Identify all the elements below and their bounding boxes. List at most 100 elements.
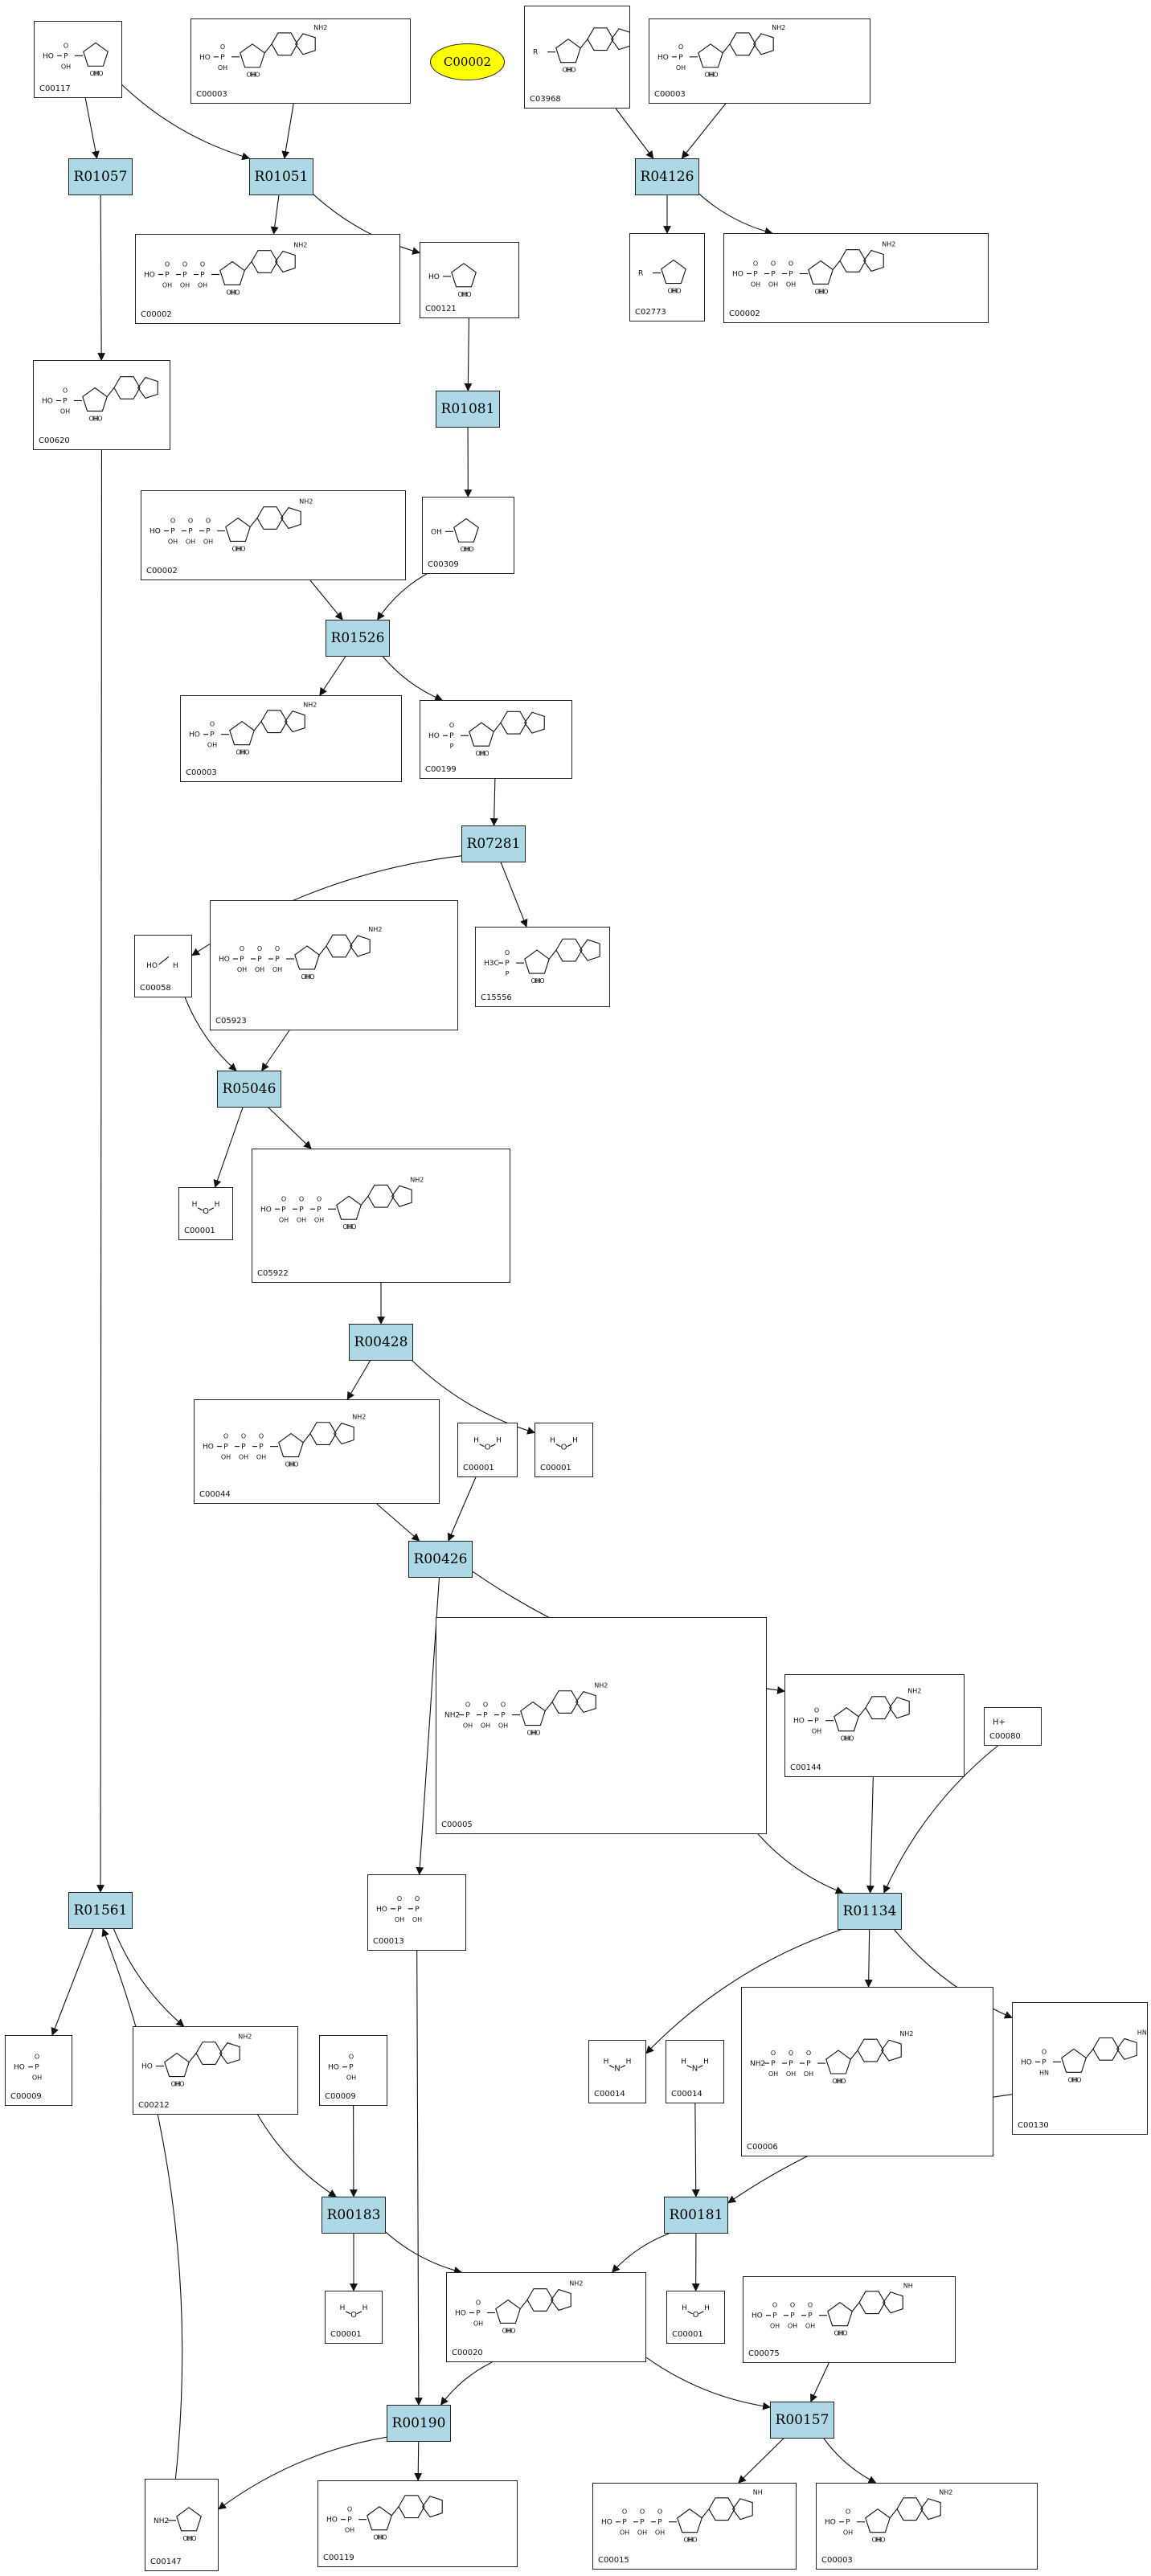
reaction-r00157[interactable]: R00157	[770, 2402, 834, 2439]
svg-text:OH: OH	[526, 1730, 536, 1737]
svg-text:HO: HO	[535, 977, 544, 985]
reaction-r00183[interactable]: R00183	[322, 2197, 386, 2234]
svg-text:HO: HO	[601, 2519, 612, 2527]
hub-compound-c00002[interactable]: C00002	[430, 43, 505, 80]
reaction-r01134[interactable]: R01134	[838, 1893, 902, 1930]
svg-text:H: H	[626, 2058, 632, 2066]
svg-text:H+: H+	[993, 1718, 1006, 1727]
reaction-r01051[interactable]: R01051	[249, 158, 313, 195]
svg-text:H3C: H3C	[484, 960, 499, 968]
svg-text:O: O	[465, 1702, 470, 1709]
svg-text:P: P	[275, 956, 280, 964]
svg-text:NH: NH	[903, 2283, 913, 2290]
reaction-r01561[interactable]: R01561	[68, 1892, 133, 1929]
reaction-r00181[interactable]: R00181	[664, 2197, 728, 2234]
reaction-r01526[interactable]: R01526	[326, 620, 390, 657]
svg-text:NH2: NH2	[569, 2280, 583, 2287]
svg-text:OH: OH	[314, 1216, 324, 1223]
reaction-r07281[interactable]: R07281	[461, 825, 526, 862]
edge-arrow	[645, 2357, 771, 2410]
svg-text:HN: HN	[1039, 2069, 1049, 2076]
reaction-r00190[interactable]: R00190	[387, 2405, 451, 2442]
edge-arrow	[866, 1776, 875, 1894]
svg-text:P: P	[771, 2060, 776, 2068]
reaction-r00426[interactable]: R00426	[408, 1541, 473, 1578]
reaction-r00428[interactable]: R00428	[349, 1324, 413, 1361]
svg-text:O: O	[501, 1702, 506, 1709]
svg-text:O: O	[657, 2508, 662, 2516]
edge-arrow	[385, 2231, 462, 2275]
svg-text:O: O	[788, 2050, 793, 2057]
svg-text:HO: HO	[506, 2327, 515, 2334]
svg-text:P: P	[678, 54, 683, 62]
svg-text:NH2: NH2	[772, 24, 785, 31]
svg-text:O: O	[846, 2508, 850, 2516]
svg-text:O: O	[347, 2506, 352, 2513]
reaction-r01057[interactable]: R01057	[68, 158, 133, 195]
svg-text:P: P	[240, 956, 244, 964]
edge-arrow	[281, 103, 294, 159]
reaction-r05046[interactable]: R05046	[217, 1071, 281, 1108]
svg-text:HO: HO	[326, 2517, 338, 2525]
svg-text:OH: OH	[239, 1454, 248, 1461]
reaction-r04126[interactable]: R04126	[635, 158, 699, 195]
compound-card[interactable]: H+C00080	[984, 1707, 1042, 1746]
svg-text:OH: OH	[186, 539, 195, 546]
svg-text:OH: OH	[667, 288, 677, 295]
svg-text:HO: HO	[328, 2064, 339, 2072]
svg-text:O: O	[561, 1444, 567, 1452]
svg-text:OH: OH	[562, 67, 571, 74]
svg-text:H: H	[604, 2058, 609, 2066]
svg-text:OH: OH	[620, 2529, 629, 2537]
svg-text:HO: HO	[377, 2534, 387, 2541]
edge-arrow	[894, 1929, 1013, 2019]
reaction-r01081[interactable]: R01081	[436, 391, 500, 428]
svg-text:OH: OH	[346, 2074, 356, 2082]
svg-text:OH: OH	[676, 64, 686, 72]
svg-text:P: P	[200, 272, 205, 280]
svg-text:P: P	[772, 2312, 777, 2320]
